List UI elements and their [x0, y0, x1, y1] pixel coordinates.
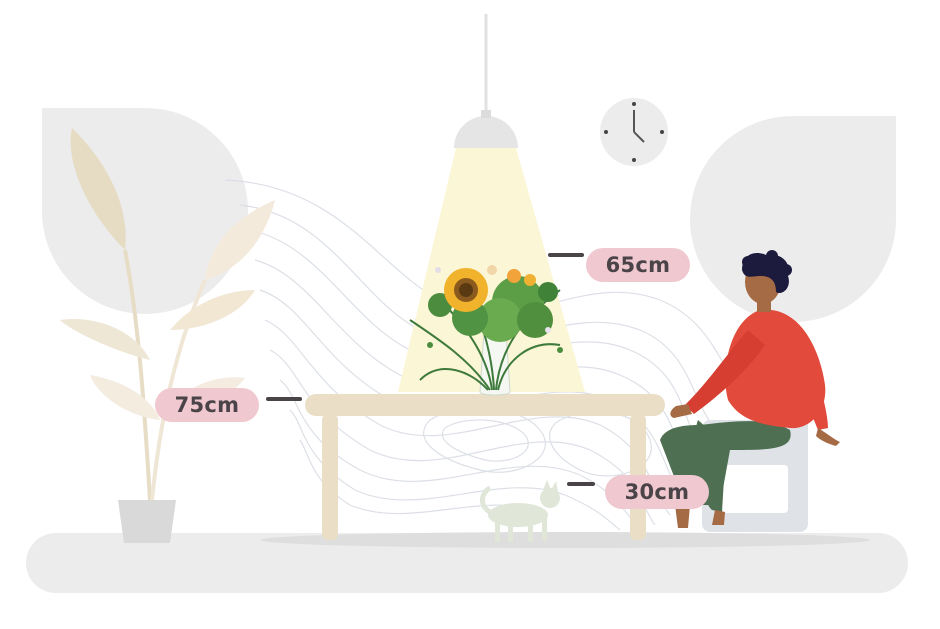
sunflower-bouquet-icon	[409, 265, 563, 396]
wall-clock-icon	[600, 98, 668, 166]
cat-height-label: 30cm	[605, 475, 709, 509]
table-measure-tick	[266, 397, 302, 401]
background-shape-right	[690, 115, 897, 322]
table	[305, 394, 665, 540]
lamp-measure-tick	[548, 253, 584, 257]
lamp-height-label: 65cm	[586, 248, 690, 282]
table-height-label: 75cm	[155, 388, 259, 422]
potted-plant-icon	[60, 128, 275, 543]
cat-measure-tick	[567, 482, 595, 486]
floor	[26, 533, 908, 593]
floor-shadow	[260, 532, 870, 548]
cat-icon	[480, 480, 560, 542]
